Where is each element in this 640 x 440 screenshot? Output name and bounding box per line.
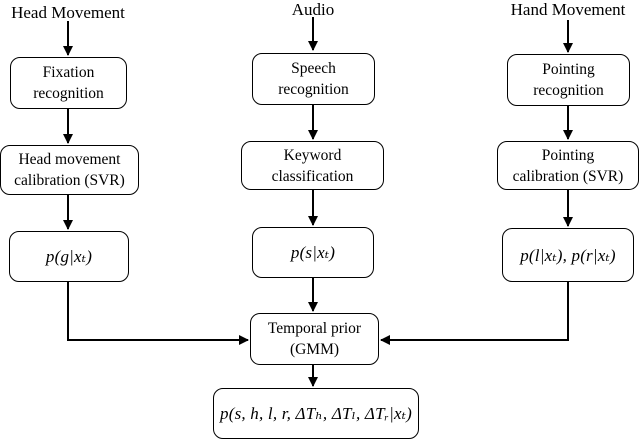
hand-movement-label: Hand Movement xyxy=(510,0,626,19)
head-calibration-line-1: Head movement xyxy=(18,151,121,168)
head-calibration-line-2: calibration (SVR) xyxy=(14,172,125,189)
p-g-given-x-label: p(g|xₜ) xyxy=(45,247,93,266)
joint-posterior-box: p(s, h, l, r, ΔTₕ, ΔTₗ, ΔTᵣ|xₜ) xyxy=(213,388,419,439)
keyword-line-2: classification xyxy=(271,167,354,185)
p-s-given-x-label: p(s|xₜ) xyxy=(290,243,336,262)
pointing-calibration-line-1: Pointing xyxy=(541,146,595,164)
speech-line-1: Speech xyxy=(291,60,336,77)
head-movement-label: Head Movement xyxy=(11,3,125,22)
speech-recognition-box: Speech recognition xyxy=(252,53,375,105)
fixation-line-1: Fixation xyxy=(42,64,95,81)
keyword-line-1: Keyword xyxy=(283,146,342,164)
pointing-calibration-box: Pointing calibration (SVR) xyxy=(497,141,639,190)
pointing-recognition-box: Pointing recognition xyxy=(507,54,630,106)
arrow-plr-to-temporal-prior xyxy=(380,282,569,345)
fixation-line-2: recognition xyxy=(33,85,104,102)
p-l-r-given-x-label: p(l|xₜ), p(r|xₜ) xyxy=(520,245,616,265)
pointing-recognition-line-2: recognition xyxy=(533,82,604,99)
temporal-prior-box: Temporal prior (GMM) xyxy=(250,313,379,365)
keyword-classification-box: Keyword classification xyxy=(241,141,384,190)
head-gaze-probability-box: p(g|xₜ) xyxy=(9,231,129,282)
pointing-calibration-line-2: calibration (SVR) xyxy=(512,167,624,185)
fixation-recognition-box: Fixation recognition xyxy=(10,57,127,109)
speech-probability-box: p(s|xₜ) xyxy=(252,227,374,278)
temporal-prior-line-2: (GMM) xyxy=(289,341,340,358)
pointing-recognition-line-1: Pointing xyxy=(542,61,595,78)
audio-label: Audio xyxy=(291,0,335,19)
temporal-prior-line-1: Temporal prior xyxy=(267,320,362,337)
joint-posterior-label: p(s, h, l, r, ΔTₕ, ΔTₗ, ΔTᵣ|xₜ) xyxy=(220,404,412,423)
head-movement-calibration-box: Head movement calibration (SVR) xyxy=(0,145,139,195)
speech-line-2: recognition xyxy=(278,81,349,98)
pointing-probability-box: p(l|xₜ), p(r|xₜ) xyxy=(502,228,634,282)
arrow-pg-to-temporal-prior xyxy=(67,282,249,345)
